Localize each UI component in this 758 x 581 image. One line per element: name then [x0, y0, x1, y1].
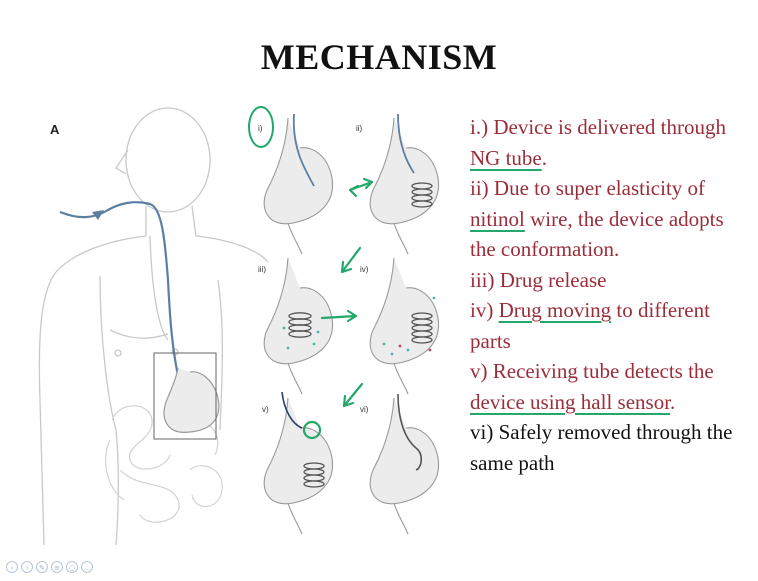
stage-label-iii: iii) [258, 265, 266, 274]
underlined-phrase: NG tube [470, 146, 542, 170]
menu-icon[interactable]: ≡ [51, 561, 63, 573]
stage-label-ii: ii) [356, 124, 363, 133]
pen-icon[interactable]: ✎ [36, 561, 48, 573]
step-line: device using hall sensor. [470, 387, 755, 418]
step-line: i.) Device is delivered through [470, 112, 755, 143]
stage-arrows [322, 179, 372, 406]
more-icon[interactable]: … [81, 561, 93, 573]
step-text: iii) Drug release [470, 268, 606, 292]
step-line: iii) Drug release [470, 265, 755, 296]
stage-label-v: v) [262, 405, 269, 414]
underlined-phrase: nitinol [470, 207, 525, 231]
body-illustration [39, 108, 268, 545]
step-line: nitinol wire, the device adopts [470, 204, 755, 235]
zoom-icon[interactable]: ○ [66, 561, 78, 573]
stage-label-i: i) [258, 124, 263, 133]
step-line: the conformation. [470, 234, 755, 265]
underlined-phrase: Drug moving [499, 298, 612, 322]
stage-label-iv: iv) [360, 265, 369, 274]
step-line: same path [470, 448, 755, 479]
step-line: vi) Safely removed through the [470, 417, 755, 448]
stage-panel-vi [370, 394, 438, 534]
back-icon[interactable]: ‹ [6, 561, 18, 573]
step-text: iv) [470, 298, 499, 322]
step-line: v) Receiving tube detects the [470, 356, 755, 387]
step-line: NG tube. [470, 143, 755, 174]
step-text: vi) Safely removed through the [470, 420, 732, 444]
forward-icon[interactable]: › [21, 561, 33, 573]
step-text: . [670, 390, 675, 414]
viewer-toolbar: ‹›✎≡○… [6, 561, 93, 573]
step-text: the conformation. [470, 237, 619, 261]
stage-label-vi: vi) [360, 405, 369, 414]
stage-panel-ii [370, 114, 438, 254]
stage-panel-iv [370, 258, 438, 394]
step-text: parts [470, 329, 511, 353]
step-text: to different [611, 298, 710, 322]
step-line: iv) Drug moving to different [470, 295, 755, 326]
step-text: same path [470, 451, 555, 475]
stage-panel-v [264, 392, 332, 534]
step-text: wire, the device adopts [525, 207, 724, 231]
mechanism-figure: i) ii) iii) iv) v) vi) [0, 0, 470, 560]
step-text: ii) Due to super elasticity of [470, 176, 705, 200]
step-line: ii) Due to super elasticity of [470, 173, 755, 204]
ng-tube [60, 202, 180, 385]
underlined-phrase: device using hall sensor [470, 390, 670, 414]
stomach-illustration [164, 368, 219, 432]
step-text: . [542, 146, 547, 170]
step-text: v) Receiving tube detects the [470, 359, 714, 383]
stage-panel-iii [264, 258, 332, 394]
stage-panel-i [264, 114, 332, 254]
step-line: parts [470, 326, 755, 357]
step-text: i.) Device is delivered through [470, 115, 726, 139]
